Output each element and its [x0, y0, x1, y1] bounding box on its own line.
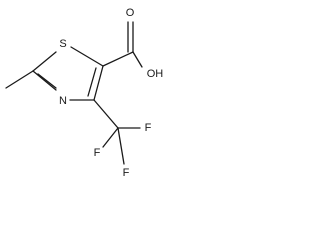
atom-sulfur: S [59, 38, 66, 50]
bond-cf3-f2 [102, 127, 119, 148]
atom-hydroxyl: OH [147, 68, 164, 80]
bond-c2-n [32, 70, 57, 91]
atom-fluorine-2: F [94, 147, 101, 159]
bond-c5-ccooh [102, 51, 134, 67]
atom-nitrogen: N [59, 95, 67, 107]
bond-cf3-f3 [117, 127, 125, 165]
bond-methyl-c2 [5, 70, 34, 89]
atom-fluorine-3: F [123, 167, 130, 179]
chemical-structure: S N O OH F F F [5, 7, 164, 179]
atom-carbonyl-oxygen: O [126, 7, 135, 19]
bond-c4-c5-double [87, 67, 97, 97]
bond-c4-cf3 [93, 99, 119, 129]
bond-s-c5 [70, 46, 104, 67]
bond-c2-s [32, 51, 57, 72]
bond-c4-c5 [93, 65, 104, 101]
bond-c-oh [132, 51, 143, 68]
bond-c2-n-double [37, 73, 57, 89]
atom-fluorine-1: F [145, 122, 152, 134]
